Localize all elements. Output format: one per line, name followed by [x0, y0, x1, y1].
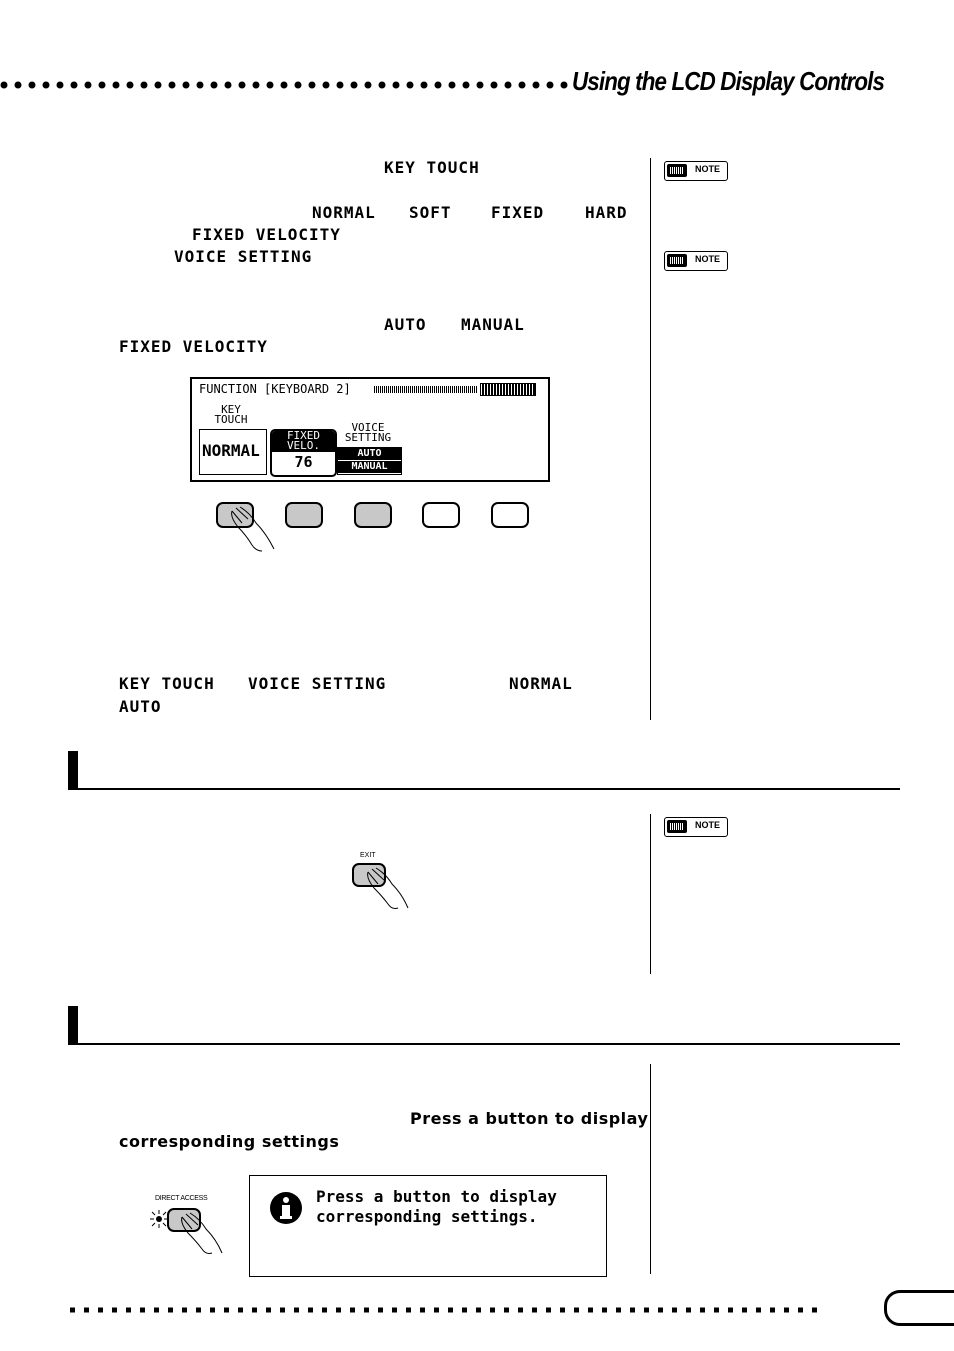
param-auto: AUTO — [384, 315, 427, 334]
param-normal: NORMAL — [312, 203, 376, 222]
message-line-1: Press a button to display — [316, 1187, 557, 1206]
exit-button-label: EXIT — [360, 852, 376, 859]
keyboard-note-icon — [667, 164, 687, 177]
message-text-inline: corresponding settings — [119, 1132, 340, 1151]
section-heading-bar — [68, 1006, 78, 1044]
footer-dot-leader — [70, 1307, 820, 1313]
led-flash-icon — [150, 1210, 168, 1228]
param-soft: SOFT — [409, 203, 452, 222]
lcd-title: FUNCTION [KEYBOARD 2] — [199, 382, 351, 396]
fixed-velo-control: FIXED VELO. 76 — [270, 429, 337, 477]
fixed-velo-label: FIXED VELO. — [272, 431, 335, 452]
direct-access-label: DIRECT ACCESS — [155, 1195, 208, 1202]
param-auto: AUTO — [119, 697, 162, 716]
header-dot-leader — [0, 81, 570, 89]
param-fixed-velocity: FIXED VELOCITY — [119, 337, 268, 356]
voice-opt-auto: AUTO — [338, 448, 401, 460]
section-heading-rule — [68, 788, 900, 790]
pressing-hand-icon — [367, 867, 409, 909]
margin-rule — [650, 814, 651, 974]
param-voice-setting: VOICE SETTING — [248, 674, 387, 693]
param-fixed: FIXED — [491, 203, 545, 222]
voice-setting-options: AUTO MANUAL — [337, 447, 402, 475]
section-heading-rule — [68, 1043, 900, 1045]
exit-button[interactable] — [352, 863, 386, 887]
page-title: Using the LCD Display Controls — [572, 66, 885, 96]
page-number-tab — [884, 1290, 954, 1326]
keyboard-note-icon — [667, 820, 687, 833]
param-normal: NORMAL — [509, 674, 573, 693]
note-badge: NOTE — [664, 161, 728, 181]
lcd-button-3[interactable] — [354, 502, 392, 528]
note-badge: NOTE — [664, 817, 728, 837]
fixed-velo-value: 76 — [294, 453, 313, 471]
lcd-button-4[interactable] — [422, 502, 460, 528]
message-line-2: corresponding settings. — [316, 1207, 538, 1226]
margin-rule — [650, 158, 651, 720]
lcd-title-bar — [374, 386, 478, 393]
lcd-button-5[interactable] — [491, 502, 529, 528]
lcd-display: FUNCTION [KEYBOARD 2] KEY TOUCH NORMAL F… — [190, 377, 550, 482]
param-manual: MANUAL — [461, 315, 525, 334]
param-fixed-velocity: FIXED VELOCITY — [192, 225, 341, 244]
pressing-hand-icon — [181, 1212, 223, 1254]
voice-opt-manual: MANUAL — [338, 461, 401, 473]
section-heading-bar — [68, 751, 78, 789]
voice-setting-label: VOICE SETTING — [344, 421, 392, 444]
margin-rule — [650, 1064, 651, 1274]
info-icon — [270, 1192, 302, 1224]
param-voice-setting: VOICE SETTING — [174, 247, 313, 266]
message-text-inline: Press a button to display — [410, 1109, 649, 1128]
pressing-hand-icon — [231, 506, 275, 552]
param-hard: HARD — [585, 203, 628, 222]
level-meter-icon — [480, 383, 536, 396]
note-badge: NOTE — [664, 251, 728, 271]
lcd-button-2[interactable] — [285, 502, 323, 528]
key-touch-label: KEY TOUCH — [214, 403, 248, 426]
keyboard-note-icon — [667, 254, 687, 267]
param-key-touch: KEY TOUCH — [119, 674, 215, 693]
key-touch-value: NORMAL — [199, 429, 267, 475]
param-key-touch: KEY TOUCH — [384, 158, 480, 177]
message-display: Press a button to display corresponding … — [249, 1175, 607, 1277]
